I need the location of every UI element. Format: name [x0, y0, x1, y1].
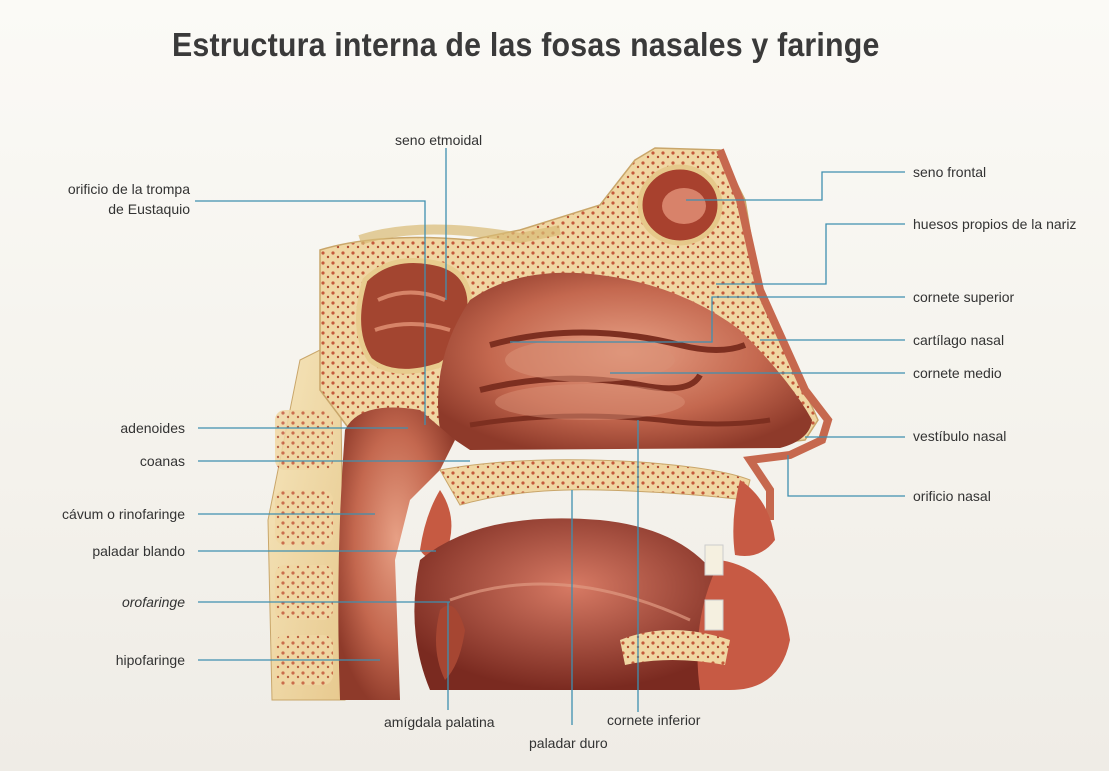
label-coanas: coanas: [20, 453, 185, 470]
label-cornete-medio: cornete medio: [913, 365, 1002, 382]
label-paladar-duro: paladar duro: [529, 735, 608, 752]
label-amigdala-palatina: amígdala palatina: [384, 714, 495, 731]
label-adenoides: adenoides: [20, 420, 185, 437]
label-orofaringe: orofaringe: [20, 594, 185, 611]
label-orificio-trompa-line1: orificio de la trompa: [20, 181, 190, 198]
label-seno-frontal: seno frontal: [913, 164, 986, 181]
label-orificio-trompa-line2: de Eustaquio: [20, 201, 190, 218]
oral-cavity: [414, 518, 732, 690]
label-hipofaringe: hipofaringe: [20, 652, 185, 669]
hard-palate: [440, 460, 750, 505]
label-cartilago-nasal: cartílago nasal: [913, 332, 1004, 349]
label-cornete-inferior: cornete inferior: [607, 712, 700, 729]
label-cavum: cávum o rinofaringe: [10, 506, 185, 523]
label-huesos-propios: huesos propios de la nariz: [913, 216, 1076, 233]
label-paladar-blando: paladar blando: [20, 543, 185, 560]
label-cornete-superior: cornete superior: [913, 289, 1014, 306]
label-seno-etmoidal: seno etmoidal: [395, 132, 482, 149]
label-orificio-nasal: orificio nasal: [913, 488, 991, 505]
label-vestibulo-nasal: vestíbulo nasal: [913, 428, 1006, 445]
